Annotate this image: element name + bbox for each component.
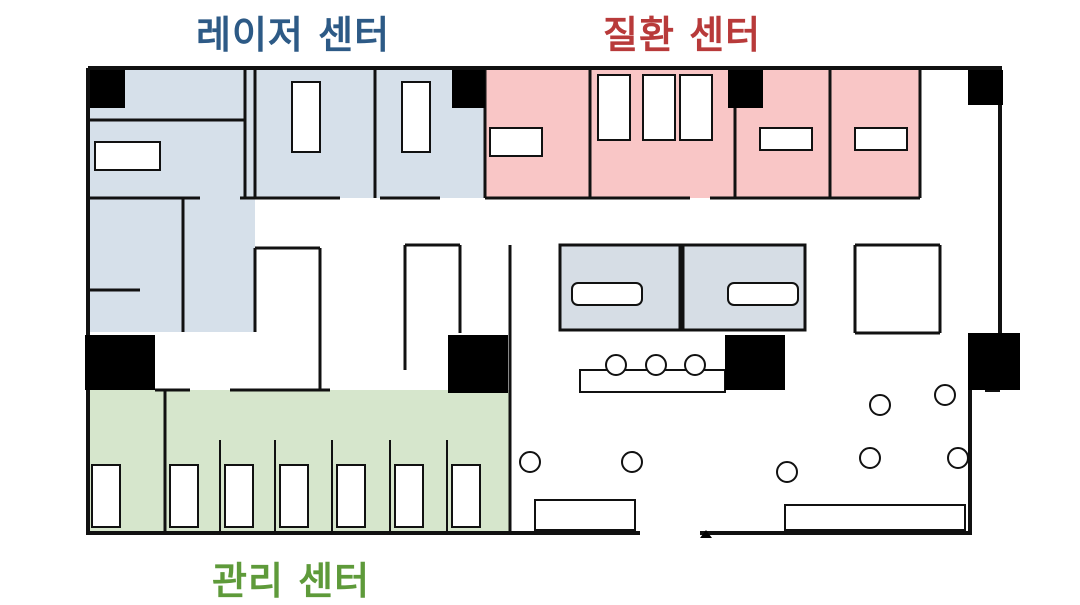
care-center-label: 관리 센터 <box>212 559 371 603</box>
furniture <box>489 127 969 531</box>
laser-beds <box>94 74 799 306</box>
pillars <box>85 70 1020 393</box>
care-beds <box>91 440 481 533</box>
entrance-marker <box>700 530 712 538</box>
disease-center-label: 질환 센터 <box>603 13 762 57</box>
outer-walls <box>86 66 1002 535</box>
laser-center-label: 레이저 센터 <box>196 13 391 57</box>
